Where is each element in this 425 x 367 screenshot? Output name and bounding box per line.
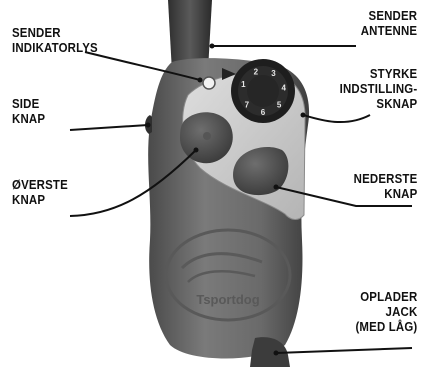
logo-text: Tsportdog xyxy=(196,292,259,307)
label-line: ØVERSTE xyxy=(12,177,68,192)
dial-number: 3 xyxy=(271,69,276,78)
upper-button-dot xyxy=(203,132,211,140)
label-overste-knap: ØVERSTE KNAP xyxy=(12,177,68,207)
label-sender-antenne: SENDER ANTENNE xyxy=(360,8,417,38)
label-nederste-knap: NEDERSTE KNAP xyxy=(353,171,417,201)
label-oplader-jack: OPLADER JACK (MED LÅG) xyxy=(355,289,417,334)
label-line: SENDER xyxy=(360,8,417,23)
dial-number: 5 xyxy=(277,101,282,110)
label-line: INDIKATORLYS xyxy=(12,40,98,55)
label-sender-indikatorlys: SENDER INDIKATORLYS xyxy=(12,25,98,55)
dial-number: 1 xyxy=(241,80,246,89)
dial-number: 6 xyxy=(261,108,266,117)
label-line: ANTENNE xyxy=(360,23,417,38)
dial-number: 4 xyxy=(281,83,286,92)
label-line: STYRKE xyxy=(339,66,417,81)
label-line: SIDE xyxy=(12,96,45,111)
label-line: SENDER xyxy=(12,25,98,40)
label-line: NEDERSTE xyxy=(353,171,417,186)
label-line: JACK xyxy=(355,304,417,319)
label-side-knap: SIDE KNAP xyxy=(12,96,45,126)
label-line: (MED LÅG) xyxy=(355,319,417,334)
label-line: OPLADER xyxy=(355,289,417,304)
indicator-light xyxy=(203,77,215,89)
label-line: KNAP xyxy=(12,192,68,207)
label-line: INDSTILLING- xyxy=(339,81,417,96)
label-line: KNAP xyxy=(353,186,417,201)
label-line: SKNAP xyxy=(339,96,417,111)
label-line: KNAP xyxy=(12,111,45,126)
label-styrke-indstillingsknap: STYRKE INDSTILLING- SKNAP xyxy=(339,66,417,111)
dial-number: 2 xyxy=(254,67,259,76)
dial-number: 7 xyxy=(245,101,250,110)
